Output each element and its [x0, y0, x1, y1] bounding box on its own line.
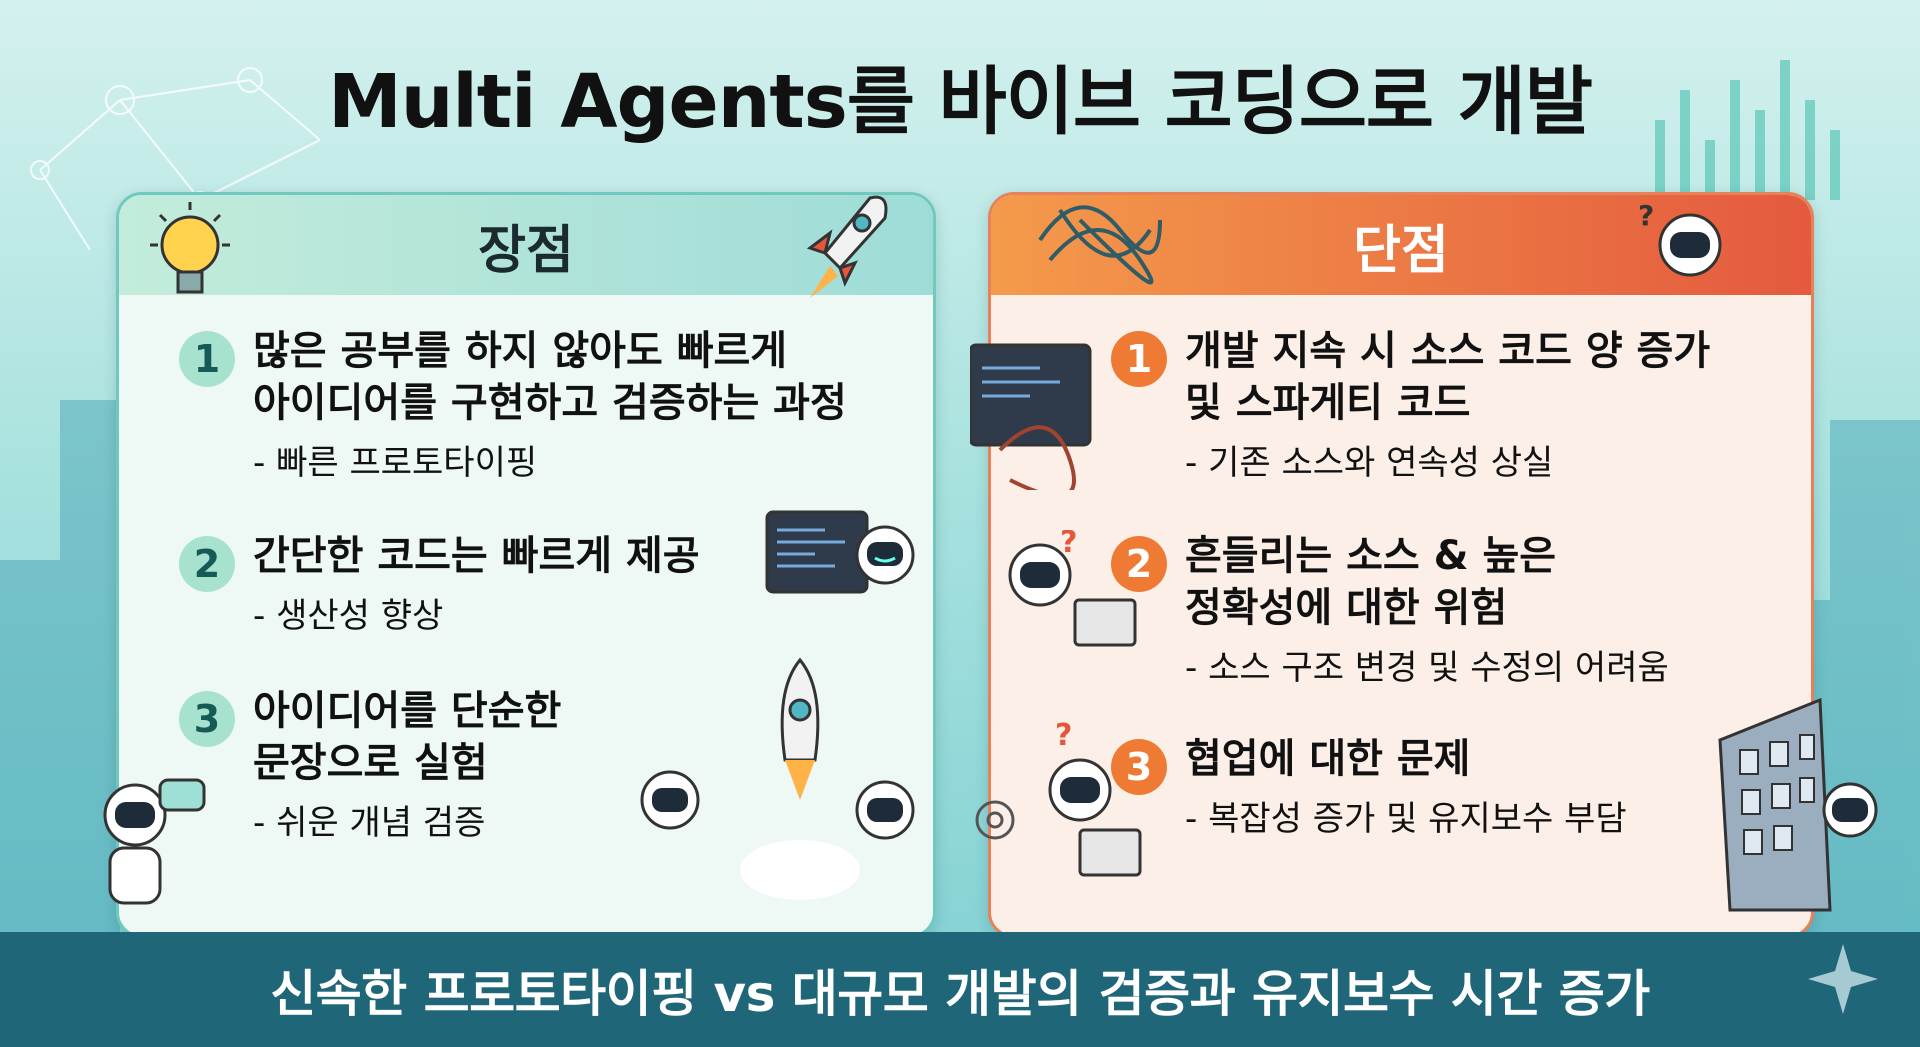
pros-item-3-title-line1: 아이디어를 단순한	[253, 688, 562, 734]
sparkle-icon	[1808, 944, 1878, 1014]
robots-with-rocket-illustration	[640, 657, 915, 900]
pros-item-3-sub: - 쉬운 개념 검증	[253, 803, 486, 843]
pros-item-2-title-line1: 간단한 코드는 빠르게 제공	[253, 533, 700, 579]
cons-item-3-sub: - 복잡성 증가 및 유지보수 부담	[1185, 799, 1627, 839]
cons-item-1-title-line2: 및 스파게티 코드	[1185, 380, 1471, 426]
cons-item-2: 2 흔들리는 소스 & 높은 정확성에 대한 위험 - 소스 구조 변경 및 수…	[1111, 530, 1669, 690]
cons-item-3: 3 협업에 대한 문제 - 복잡성 증가 및 유지보수 부담	[1111, 733, 1627, 841]
svg-text:?: ?	[1638, 200, 1654, 232]
pros-item-2-number: 2	[179, 536, 235, 592]
footer-banner: 신속한 프로토타이핑 vs 대규모 개발의 검증과 유지보수 시간 증가	[0, 932, 1920, 1047]
pros-item-1-title-line2: 아이디어를 구현하고 검증하는 과정	[253, 380, 847, 426]
page-title: Multi Agents를 바이브 코딩으로 개발	[328, 59, 1593, 145]
cons-item-3-title-line1: 협업에 대한 문제	[1185, 736, 1471, 782]
code-window-icon	[765, 510, 915, 594]
robot-confused-icon: ?	[975, 720, 1142, 877]
rocket-icon	[806, 195, 888, 298]
svg-text:?: ?	[1060, 530, 1077, 560]
cons-item-1: 1 개발 지속 시 소스 코드 양 증가 및 스파게티 코드 - 기존 소스와 …	[1111, 325, 1710, 485]
pros-item-1: 1 많은 공부를 하지 않아도 빠르게 아이디어를 구현하고 검증하는 과정 -…	[179, 325, 847, 485]
building-icon	[1718, 697, 1878, 912]
footer-text: 신속한 프로토타이핑 vs 대규모 개발의 검증과 유지보수 시간 증가	[270, 964, 1650, 1023]
robot-icon: ?	[1638, 200, 1722, 277]
pros-item-2-sub: - 생산성 향상	[253, 596, 444, 636]
pros-item-1-title-line1: 많은 공부를 하지 않아도 빠르게	[253, 328, 788, 374]
cons-item-3-number: 3	[1111, 739, 1167, 795]
cons-item-2-sub: - 소스 구조 변경 및 수정의 어려움	[1185, 648, 1669, 688]
cons-item-2-title-line1: 흔들리는 소스 & 높은	[1185, 533, 1557, 579]
cons-item-1-sub: - 기존 소스와 연속성 상실	[1185, 443, 1554, 483]
cons-item-1-number: 1	[1111, 331, 1167, 387]
pros-item-1-sub: - 빠른 프로토타이핑	[253, 443, 538, 483]
svg-text:?: ?	[1055, 720, 1072, 753]
tangled-wire-icon	[1038, 205, 1162, 285]
robot-icon	[103, 778, 206, 905]
pros-heading: 장점	[119, 195, 933, 295]
code-window-icon	[970, 343, 1092, 490]
robot-with-computer-icon: ?	[1008, 530, 1137, 647]
cons-panel: 단점 1 개발 지속 시 소스 코드 양 증가 및 스파게티 코드 - 기존 소…	[988, 192, 1814, 938]
pros-item-3: 3 아이디어를 단순한 문장으로 실험 - 쉬운 개념 검증	[179, 685, 561, 845]
lightbulb-icon	[150, 202, 230, 294]
cons-item-1-title-line1: 개발 지속 시 소스 코드 양 증가	[1185, 328, 1711, 374]
pros-item-1-number: 1	[179, 331, 235, 387]
pros-item-3-number: 3	[179, 691, 235, 747]
pros-item-2: 2 간단한 코드는 빠르게 제공 - 생산성 향상	[179, 530, 700, 638]
pros-item-3-title-line2: 문장으로 실험	[253, 740, 488, 786]
cons-item-2-title-line2: 정확성에 대한 위험	[1185, 585, 1508, 631]
cons-item-2-number: 2	[1111, 536, 1167, 592]
